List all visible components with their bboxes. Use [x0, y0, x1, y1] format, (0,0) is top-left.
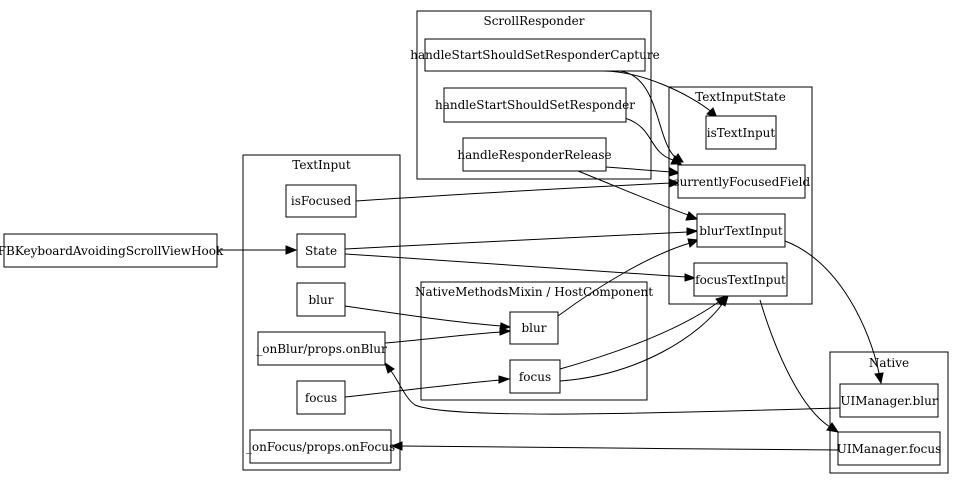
node-is-focused: isFocused: [285, 184, 357, 218]
node-on-blur: _onBlur/props.onBlur: [256, 331, 387, 366]
cluster-label-text-input: TextInput: [292, 158, 351, 172]
node-label: blur: [309, 293, 334, 307]
edge-focus-text-input-to-ui-focus: [759, 299, 840, 433]
cluster-label-native-methods: NativeMethodsMixin / HostComponent: [415, 285, 653, 299]
edge-state-to-focus-text-input: [344, 253, 697, 282]
node-label: focusTextInput: [695, 273, 786, 287]
cluster-label-native: Native: [869, 356, 909, 370]
node-label: handleStartShouldSetResponderCapture: [410, 48, 659, 62]
node-label: focus: [305, 391, 337, 405]
node-label: isFocused: [291, 194, 352, 208]
edge-ui-blur-to-on-blur: [384, 361, 841, 415]
cluster-label-text-input-state: TextInputState: [695, 90, 786, 104]
node-fb-hook: FBKeyboardAvoidingScrollViewHook: [0, 233, 224, 268]
node-is-text-input: isTextInput: [705, 115, 777, 150]
node-label: UIManager.focus: [837, 442, 941, 456]
node-ui-focus: UIManager.focus: [837, 431, 941, 466]
node-focus-text-input: focusTextInput: [693, 262, 788, 297]
node-label: blurTextInput: [699, 224, 783, 238]
node-blur-text-input: blurTextInput: [696, 213, 786, 248]
node-label: focus: [519, 370, 551, 384]
edge-ti-focus-to-nm-focus: [344, 375, 511, 398]
node-ti-focus: focus: [296, 380, 346, 415]
edge-on-blur-to-nm-blur: [384, 327, 512, 344]
node-nm-blur: blur: [509, 311, 559, 345]
node-label: FBKeyboardAvoidingScrollViewHook: [0, 244, 224, 258]
edge-nm-blur-to-blur-text-input: [557, 238, 700, 317]
edge-state-to-blur-text-input: [344, 227, 699, 250]
node-handle-release: handleResponderRelease: [457, 137, 612, 172]
node-ui-blur: UIManager.blur: [839, 383, 939, 418]
node-handle-start: handleStartShouldSetResponder: [435, 87, 635, 123]
node-label: State: [305, 244, 337, 258]
edge-ui-focus-to-on-focus: [390, 441, 841, 451]
node-label: isTextInput: [707, 126, 776, 140]
node-handle-start-capture: handleStartShouldSetResponderCapture: [410, 38, 660, 72]
edge-start-to-focused-field: [624, 117, 682, 165]
node-label: currentlyFocusedField: [673, 175, 811, 189]
node-currently-focused-field: currentlyFocusedField: [673, 164, 811, 199]
node-nm-focus: focus: [509, 359, 561, 394]
cluster-label-scroll-responder: ScrollResponder: [483, 14, 584, 28]
node-state: State: [296, 233, 346, 268]
edge-nm-focus-to-focus-text-input-2: [559, 294, 729, 382]
node-label: handleResponderRelease: [457, 148, 611, 162]
node-label: UIManager.blur: [840, 394, 937, 408]
node-label: _onFocus/props.onFocus: [246, 440, 395, 454]
node-label: blur: [522, 321, 547, 335]
node-on-focus: _onFocus/props.onFocus: [246, 429, 395, 464]
node-ti-blur: blur: [296, 282, 346, 317]
node-label: _onBlur/props.onBlur: [256, 342, 387, 356]
edge-release-to-focused-field: [605, 166, 681, 177]
node-label: handleStartShouldSetResponder: [435, 98, 635, 112]
edge-release-to-blur-text-input: [577, 170, 699, 221]
edges: [217, 70, 884, 451]
edge-blur-text-input-to-ui-blur: [784, 240, 884, 385]
edge-fb-hook-to-state: [217, 245, 298, 255]
edge-is-focused-to-focused-field: [355, 178, 681, 202]
